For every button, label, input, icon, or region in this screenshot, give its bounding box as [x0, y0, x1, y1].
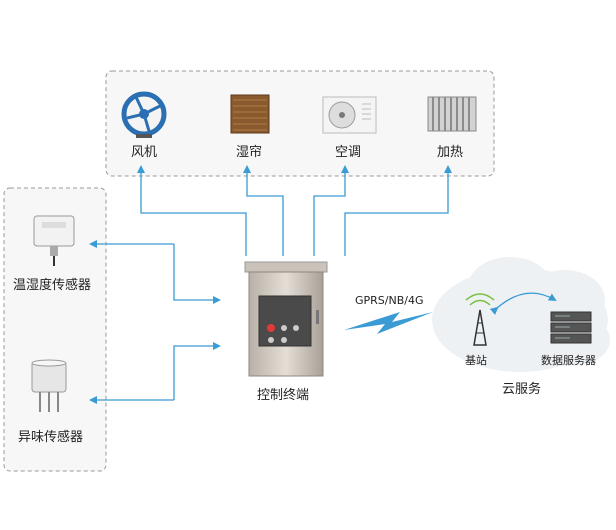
wireless-link-icon [344, 312, 433, 334]
device-label-heater: 加热 [437, 145, 464, 160]
wet-curtain-icon [230, 94, 270, 134]
sensor-group-box [3, 187, 107, 472]
fan-icon [121, 91, 167, 138]
device-label-wet-curtain: 湿帘 [236, 145, 263, 160]
heater-icon [427, 96, 477, 132]
controller-label: 控制终端 [257, 388, 310, 403]
control-terminal-icon [244, 261, 328, 377]
temp-humidity-sensor-icon [33, 215, 75, 266]
actuator-group-box [105, 70, 495, 177]
air-conditioner-icon [322, 96, 377, 134]
sensor-label-odor: 异味传感器 [18, 430, 84, 445]
cloud-item-label-data-server: 数据服务器 [541, 354, 596, 367]
device-label-air-conditioner: 空调 [335, 145, 362, 160]
link-label: GPRS/NB/4G [355, 294, 424, 307]
control-arrows [89, 165, 557, 404]
device-label-fan: 风机 [131, 145, 158, 160]
cloud-item-label-base-station: 基站 [465, 354, 487, 367]
sensor-label-temp-humidity: 温湿度传感器 [13, 278, 92, 293]
odor-sensor-icon [31, 359, 67, 412]
data-server-icon [550, 311, 592, 344]
base-station-icon [465, 293, 495, 346]
cloud-label: 云服务 [502, 382, 542, 397]
